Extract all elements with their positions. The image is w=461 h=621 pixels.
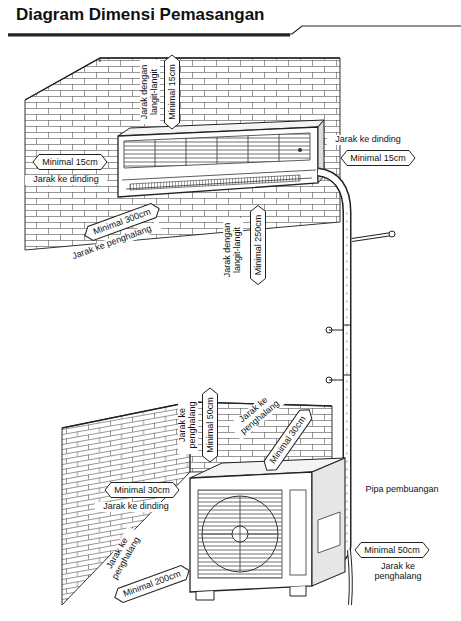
dimension-value: Minimal 30cm bbox=[105, 486, 179, 495]
arrow-box-shape bbox=[165, 55, 180, 129]
dimension-label: Jarak ke penghalang bbox=[99, 526, 145, 586]
dimension-label: Jarak ke dinding bbox=[25, 175, 107, 185]
pipe-bracket bbox=[326, 231, 395, 383]
dimension-label: Jarak ke dinding bbox=[95, 502, 177, 512]
dimension-arrow-box: Minimal 50cm bbox=[355, 543, 429, 558]
dimension-label: Jarak dengan langit-langit bbox=[223, 218, 243, 282]
dimension-label: Jarak ke penghalang bbox=[228, 388, 285, 440]
dimension-label: Jarak ke dinding bbox=[327, 135, 409, 145]
arrow-box-shape bbox=[341, 151, 415, 166]
dimension-value: Minimal 30cm bbox=[263, 407, 313, 473]
title-bar bbox=[8, 26, 461, 35]
drain-pipe bbox=[349, 550, 351, 605]
dimension-value: Minimal 15cm bbox=[341, 154, 415, 163]
indoor-wall bbox=[25, 58, 340, 250]
dimension-arrow-box: Minimal 15cm bbox=[341, 151, 415, 166]
dimension-value: Minimal 15cm bbox=[168, 55, 177, 129]
dimension-value: Minimal 250cm bbox=[254, 206, 263, 285]
dimension-arrow-box: Minimal 250cm bbox=[251, 206, 266, 285]
arrow-box-shape bbox=[203, 388, 218, 462]
dimension-arrow-box: Minimal 15cm bbox=[33, 155, 107, 170]
dimension-value: Minimal 200cm bbox=[113, 566, 190, 601]
indoor-unit bbox=[118, 120, 324, 197]
dimension-label: Jarak ke penghalang bbox=[178, 396, 198, 454]
arrow-box-shape bbox=[105, 483, 179, 498]
outdoor-unit bbox=[190, 458, 345, 600]
arrow-box-shape bbox=[33, 155, 107, 170]
dimension-label: Jarak ke penghalang bbox=[366, 562, 430, 582]
dimension-label: Pipa pembuangan bbox=[359, 485, 445, 495]
dimension-arrow-box: Minimal 15cm bbox=[165, 55, 180, 129]
dimension-arrow-box: Minimal 30cm bbox=[105, 483, 179, 498]
dimension-value: Minimal 50cm bbox=[206, 388, 215, 462]
dimension-value: Minimal 50cm bbox=[355, 546, 429, 555]
arrow-box-shape bbox=[251, 206, 266, 285]
arrow-box-shape bbox=[355, 543, 429, 558]
dimension-label: Jarak dengan langit-langit bbox=[140, 60, 160, 124]
dimension-value: Minimal 15cm bbox=[33, 158, 107, 167]
diagram-title: Diagram Dimensi Pemasangan bbox=[16, 5, 264, 25]
dimension-arrow-box: Minimal 50cm bbox=[203, 388, 218, 462]
